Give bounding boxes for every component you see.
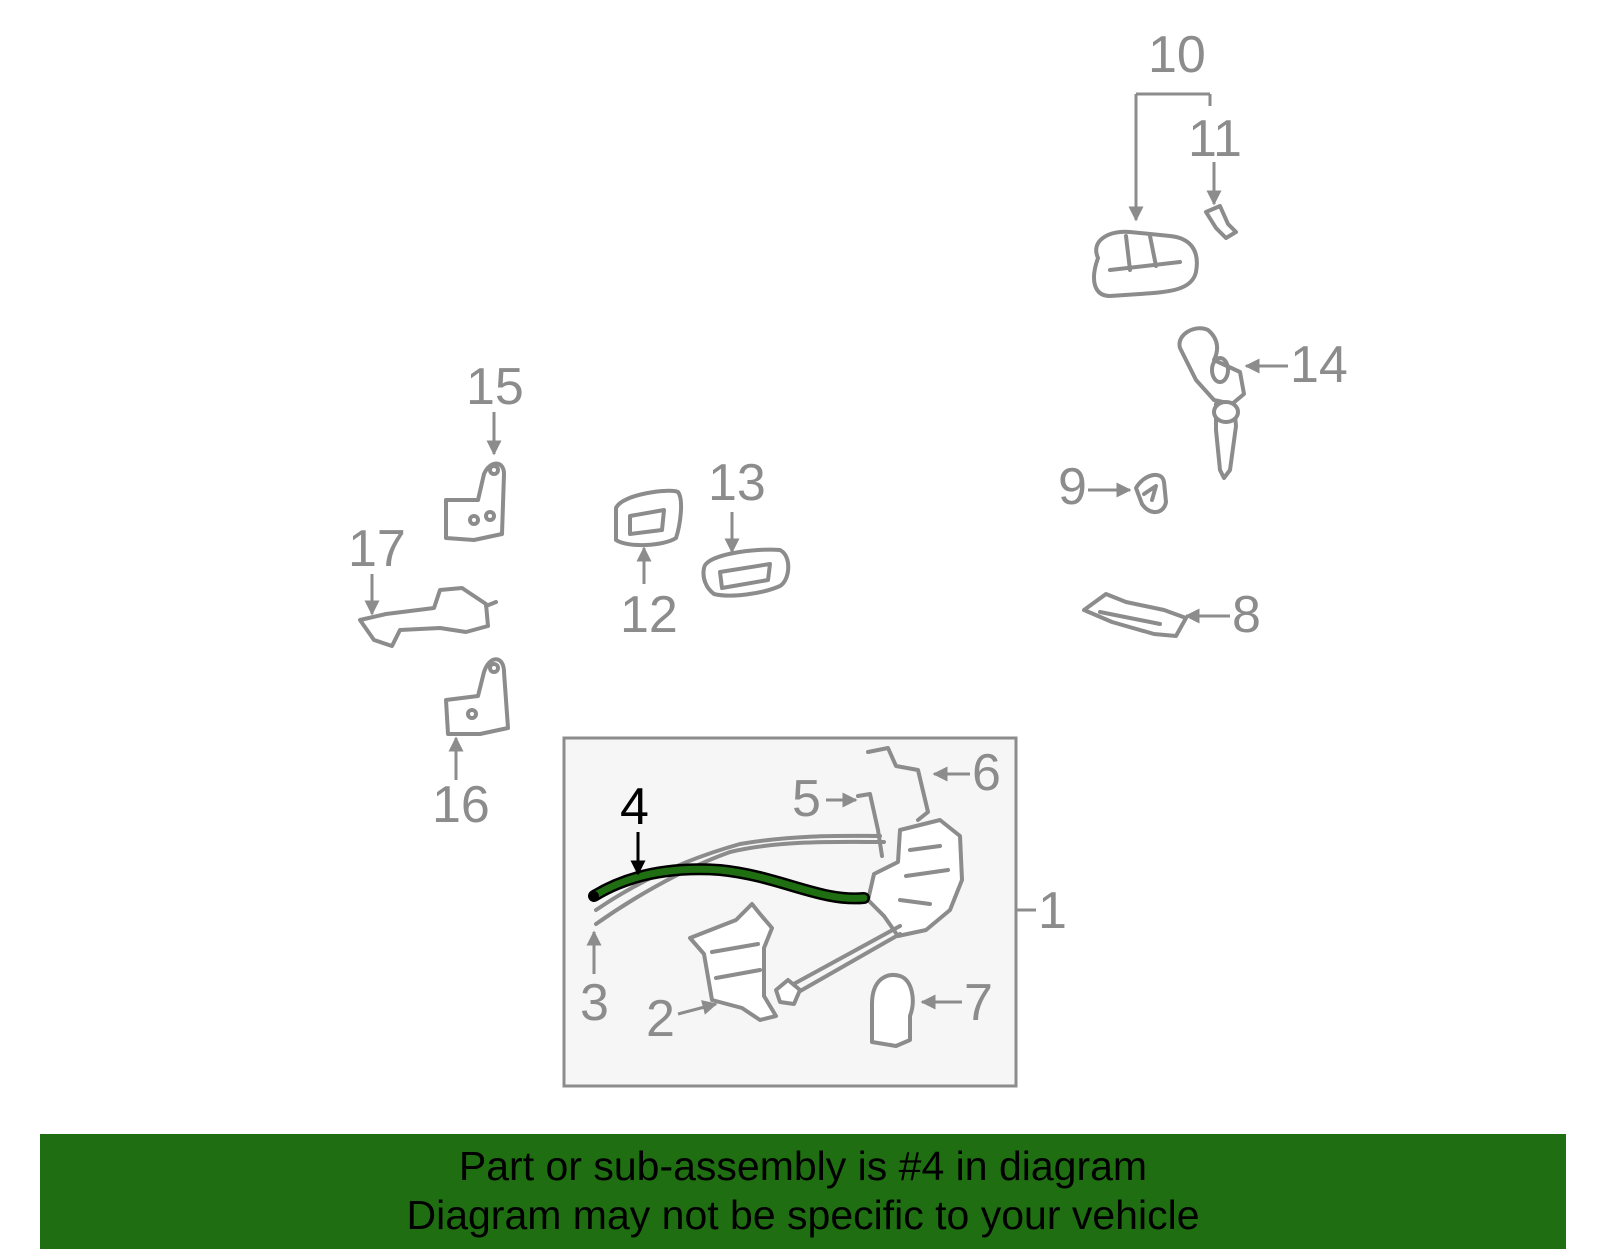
handle-reinforcement-part [1082,592,1188,638]
outside-handle-part [1092,229,1199,298]
callout-3: 3 [580,974,609,1032]
handle-clip-part [1204,204,1238,240]
banner-line-part-number: Part or sub-assembly is #4 in diagram [458,1143,1148,1189]
lock-cable-part-highlighted [588,863,870,905]
callout-14: 14 [1290,336,1348,394]
callout-8: 8 [1232,586,1261,644]
callout-7: 7 [964,974,993,1032]
banner-line-disclaimer: Diagram may not be specific to your vehi… [406,1192,1200,1238]
callout-2: 2 [646,990,675,1048]
callout-13: 13 [708,454,766,512]
parts-diagram: 1 10 11 14 9 8 15 [348,26,1348,1088]
callout-1: 1 [1038,882,1067,940]
inside-handle-part [614,488,684,548]
callout-6: 6 [972,744,1001,802]
callout-17: 17 [348,520,406,578]
door-lock-actuator-part [866,818,964,938]
callout-9: 9 [1058,458,1087,516]
callout-16: 16 [432,776,490,834]
callout-15: 15 [466,358,524,416]
lock-cylinder-part [1177,326,1246,480]
control-rod-3-part [594,833,886,926]
lower-hinge-part [444,657,510,736]
release-rod-part [774,924,902,1006]
handle-bezel-part [701,547,791,598]
lock-rod-6-part [866,746,930,822]
lock-cover-7-part [870,973,915,1048]
upper-hinge-part [444,461,506,542]
door-check-part [358,586,498,648]
callout-11: 11 [1188,110,1242,168]
callout-5: 5 [792,770,821,828]
info-banner: Part or sub-assembly is #4 in diagram Di… [40,1134,1566,1249]
lock-bracket-part [688,902,778,1022]
lock-cover-part [1134,472,1168,514]
callout-10: 10 [1148,26,1206,84]
callout-12: 12 [620,586,678,644]
callout-4: 4 [620,778,649,836]
